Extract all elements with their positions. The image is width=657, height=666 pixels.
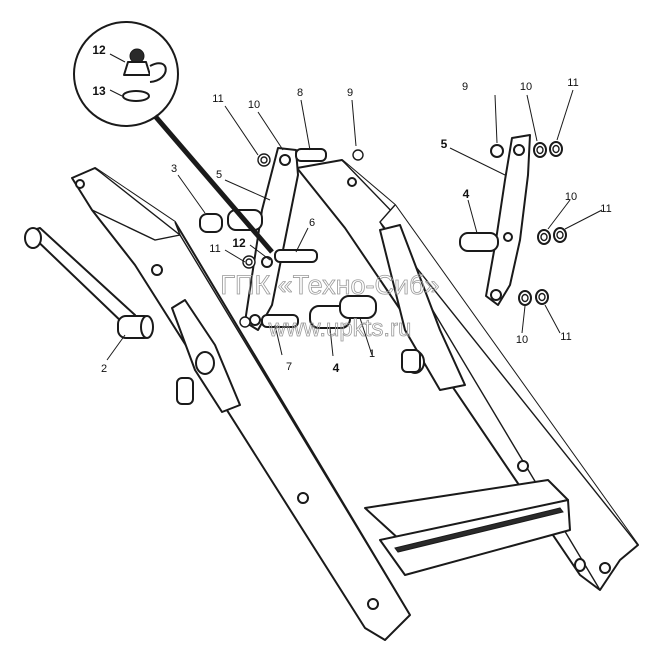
detail-bubble bbox=[73, 21, 274, 254]
callout-13: 13 bbox=[92, 84, 106, 98]
link-rod bbox=[24, 227, 154, 339]
cross-tube bbox=[364, 479, 571, 576]
callout-9-right: 9 bbox=[462, 81, 468, 93]
callout-12-main: 12 bbox=[232, 236, 246, 250]
callout-5-left: 5 bbox=[216, 169, 222, 181]
callout-9-left: 9 bbox=[347, 87, 353, 99]
callout-11-right-top: 11 bbox=[567, 77, 578, 89]
callout-11-right-mid: 11 bbox=[600, 203, 611, 215]
callout-10-top: 10 bbox=[248, 99, 260, 111]
callout-4-right: 4 bbox=[463, 187, 470, 201]
callout-2: 2 bbox=[101, 363, 107, 375]
watermark-url: www.upkts.ru bbox=[268, 315, 412, 342]
watermark: ГПК «Техно-Сиб» www.upkts.ru bbox=[220, 270, 440, 343]
callout-11-mid: 11 bbox=[209, 243, 220, 255]
callout-10-right-top: 10 bbox=[520, 81, 532, 93]
left-frame-arm bbox=[71, 167, 411, 641]
callout-11-top: 11 bbox=[212, 93, 223, 105]
callout-10-right-mid: 10 bbox=[565, 191, 577, 203]
callout-12-detail: 12 bbox=[92, 43, 106, 57]
callout-7: 7 bbox=[286, 361, 292, 373]
callout-1: 1 bbox=[369, 348, 375, 360]
callout-6: 6 bbox=[309, 217, 315, 229]
callout-10-right-bottom: 10 bbox=[516, 334, 528, 346]
right-rocker-plate bbox=[459, 134, 567, 306]
callout-labels: 12 13 11 10 8 9 3 5 6 11 12 7 4 1 2 9 10… bbox=[92, 43, 611, 375]
leader-lines bbox=[106, 53, 603, 361]
callout-11-right-bottom: 11 bbox=[560, 331, 571, 343]
right-bracket bbox=[379, 224, 466, 391]
watermark-company: ГПК «Техно-Сиб» bbox=[220, 270, 439, 300]
left-bracket bbox=[171, 299, 241, 413]
callout-4-left: 4 bbox=[333, 361, 340, 375]
callout-5-right: 5 bbox=[441, 137, 448, 151]
callout-3: 3 bbox=[171, 163, 177, 175]
callout-8: 8 bbox=[297, 87, 303, 99]
